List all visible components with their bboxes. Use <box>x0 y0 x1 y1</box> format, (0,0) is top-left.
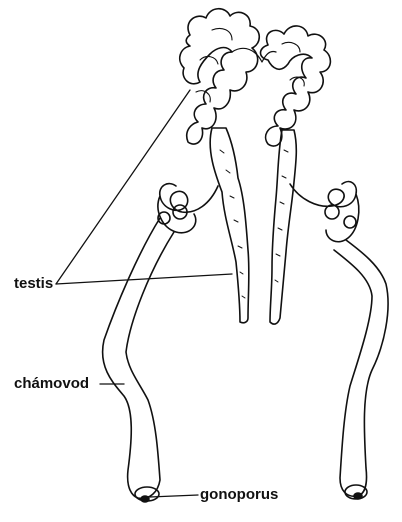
right-testis-inner-coil <box>282 42 304 86</box>
left-sperm-duct <box>103 218 174 498</box>
right-coil-loop-1 <box>325 205 339 219</box>
right-sperm-duct <box>334 240 388 496</box>
gonoporus-leader-line <box>150 495 198 497</box>
testis-leader-line-1 <box>56 90 190 284</box>
testis-label: testis <box>14 276 53 291</box>
right-testis-tube-texture <box>275 150 288 282</box>
left-duct-coil <box>158 184 218 233</box>
chamovod-label: chámovod <box>14 376 89 391</box>
right-coil-loop-2 <box>344 216 356 228</box>
right-gonoporus-opening <box>354 493 362 499</box>
right-testis-tube <box>270 130 296 324</box>
left-testis-tube-texture <box>220 150 245 298</box>
testis-leader-line-2 <box>56 274 232 284</box>
left-testis-tube <box>210 128 249 323</box>
gonoporus-label: gonoporus <box>200 487 278 502</box>
left-testis-lobe <box>180 9 260 144</box>
left-gonoporus-opening <box>141 496 149 502</box>
